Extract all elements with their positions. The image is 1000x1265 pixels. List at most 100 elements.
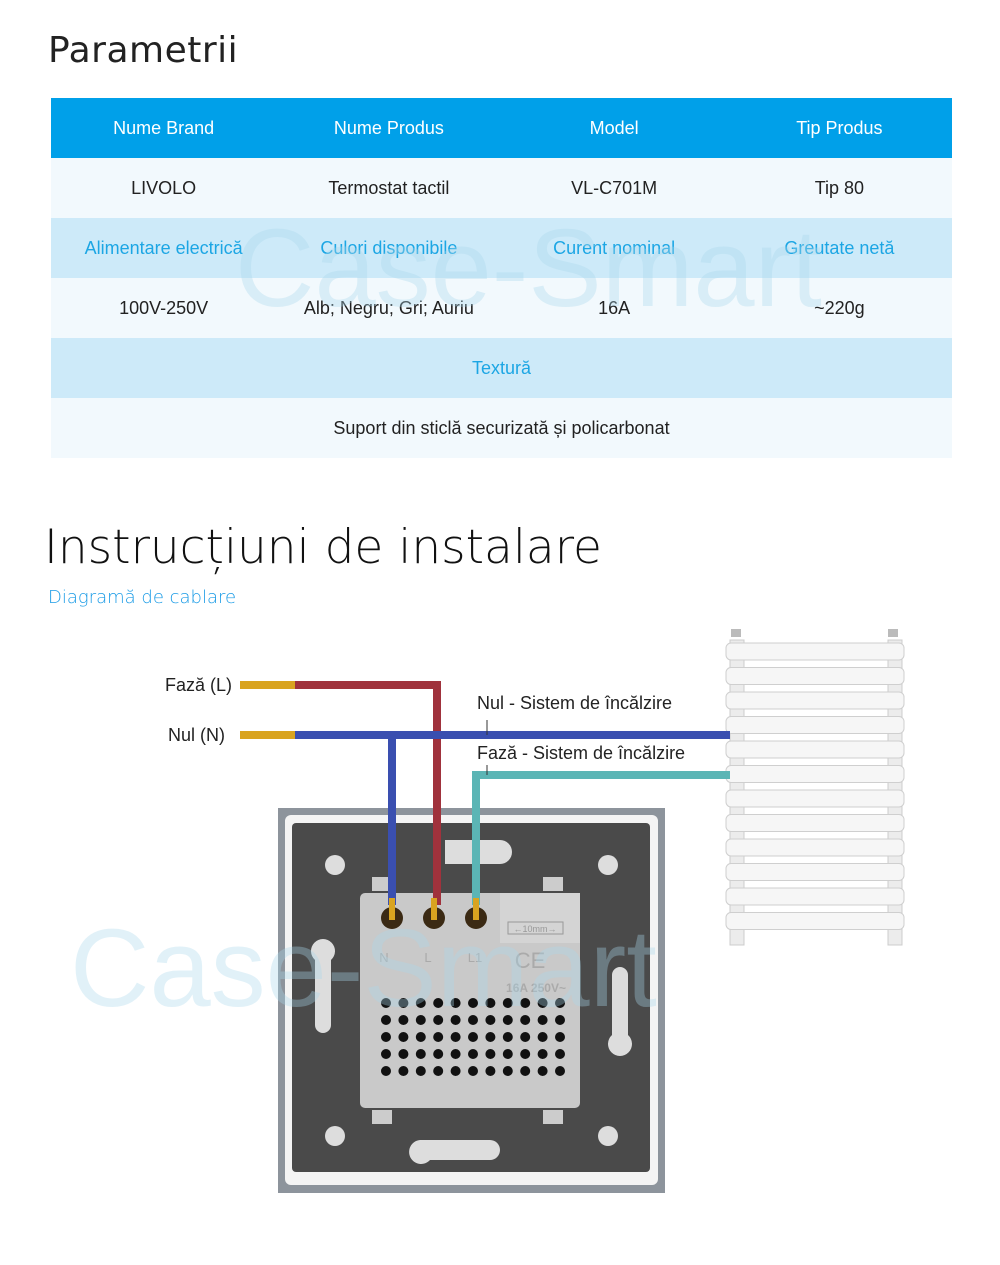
value-cell: 16A <box>501 278 727 338</box>
vent-hole <box>502 998 513 1008</box>
vent-hole <box>381 998 391 1008</box>
radiator-illustration <box>725 629 905 946</box>
radiator-bar <box>725 814 905 832</box>
table-row: Suport din sticlă securizată și policarb… <box>51 398 952 458</box>
radiator-bar <box>725 887 905 906</box>
load-wire <box>472 771 730 905</box>
vent-hole <box>398 998 409 1008</box>
radiator-bar <box>725 838 905 857</box>
vent-hole <box>398 1066 409 1076</box>
strip-length-mark: ←10mm→ <box>513 924 556 934</box>
phase-label: Fază (L) <box>165 675 233 695</box>
vent-hole <box>381 1049 391 1059</box>
radiator-bar <box>725 642 905 661</box>
vent-hole <box>468 1032 478 1042</box>
vent-hole <box>468 1066 478 1076</box>
texture-value: Suport din sticlă securizată și policarb… <box>51 398 952 458</box>
radiator-bar <box>725 716 905 734</box>
thermostat-back-plate: ←10mm→ N L L1 CE 16A 250V~ <box>278 808 665 1193</box>
label-cell: Curent nominal <box>501 218 727 278</box>
vent-hole <box>381 1032 391 1042</box>
terminal-l-mark: L <box>424 950 431 965</box>
vent-hole <box>485 998 496 1008</box>
radiator-bar <box>725 765 905 783</box>
vent-hole <box>450 1032 461 1042</box>
header-cell: Nume Produs <box>276 98 502 158</box>
vent-hole <box>520 1049 531 1059</box>
vent-hole <box>450 998 461 1008</box>
vent-hole <box>520 1066 531 1076</box>
vent-hole <box>537 1049 548 1059</box>
label-cell: Greutate netă <box>726 218 952 278</box>
label-cell: Alimentare electrică <box>51 218 277 278</box>
vent-hole <box>485 1049 496 1059</box>
table-label-row: Textură <box>51 338 952 398</box>
install-title: Instrucțiuni de instalare <box>44 520 602 575</box>
vent-hole <box>502 1032 513 1042</box>
rating-mark: 16A 250V~ <box>506 981 566 995</box>
vent-hole <box>520 998 531 1008</box>
vent-hole <box>381 1066 391 1076</box>
vent-hole <box>537 1066 548 1076</box>
parameters-title: Parametrii <box>48 30 239 71</box>
header-cell: Tip Produs <box>726 98 952 158</box>
vent-hole <box>537 998 548 1008</box>
vent-hole <box>537 1015 548 1025</box>
vent-hole <box>555 998 565 1008</box>
label-cell: Culori disponibile <box>276 218 502 278</box>
parameters-table: Nume Brand Nume Produs Model Tip Produs … <box>51 98 952 458</box>
value-cell: Tip 80 <box>726 158 952 218</box>
vent-hole <box>450 1066 461 1076</box>
radiator-bar <box>725 863 905 881</box>
vent-hole <box>520 1032 531 1042</box>
vent-hole <box>485 1066 496 1076</box>
vent-hole <box>398 1015 409 1025</box>
vent-hole <box>555 1015 565 1025</box>
texture-label: Textură <box>51 338 952 398</box>
terminal-n-mark: N <box>379 950 388 965</box>
vent-hole <box>415 1066 426 1076</box>
vent-hole <box>502 1066 513 1076</box>
vent-hole <box>433 1032 444 1042</box>
value-cell: 100V-250V <box>51 278 277 338</box>
vent-hole <box>468 998 478 1008</box>
vent-hole <box>398 1049 409 1059</box>
vent-hole <box>433 1049 444 1059</box>
vent-hole <box>485 1015 496 1025</box>
vent-hole <box>537 1032 548 1042</box>
vent-hole <box>415 998 426 1008</box>
value-cell: VL-C701M <box>501 158 727 218</box>
wiring-diagram-link[interactable]: Diagramă de cablare <box>48 587 237 608</box>
table-row: LIVOLO Termostat tactil VL-C701M Tip 80 <box>51 158 952 218</box>
header-cell: Nume Brand <box>51 98 277 158</box>
vent-hole <box>433 1015 444 1025</box>
radiator-bar <box>725 912 905 930</box>
ce-mark: CE <box>515 948 546 973</box>
vent-hole <box>433 1066 444 1076</box>
table-label-row: Alimentare electrică Culori disponibile … <box>51 218 952 278</box>
radiator-bar <box>725 691 905 710</box>
vent-hole <box>450 1015 461 1025</box>
radiator-bar <box>725 740 905 759</box>
value-cell: LIVOLO <box>51 158 277 218</box>
vent-hole <box>398 1032 409 1042</box>
phase-heating-label: Fază - Sistem de încălzire <box>477 743 686 763</box>
value-cell: Termostat tactil <box>276 158 502 218</box>
value-cell: Alb; Negru; Gri; Auriu <box>276 278 502 338</box>
vent-hole <box>415 1015 426 1025</box>
vent-hole <box>468 1049 478 1059</box>
vent-hole <box>485 1032 496 1042</box>
table-row: 100V-250V Alb; Negru; Gri; Auriu 16A ~22… <box>51 278 952 338</box>
wires <box>240 681 730 929</box>
vent-hole <box>520 1015 531 1025</box>
radiator-bar <box>725 667 905 685</box>
phase-wire <box>295 681 441 905</box>
neutral-label: Nul (N) <box>168 725 225 745</box>
radiator-bar <box>725 789 905 808</box>
vent-hole <box>502 1015 513 1025</box>
vent-hole <box>502 1049 513 1059</box>
vent-hole <box>555 1032 565 1042</box>
vent-hole <box>468 1015 478 1025</box>
vent-hole <box>433 998 444 1008</box>
